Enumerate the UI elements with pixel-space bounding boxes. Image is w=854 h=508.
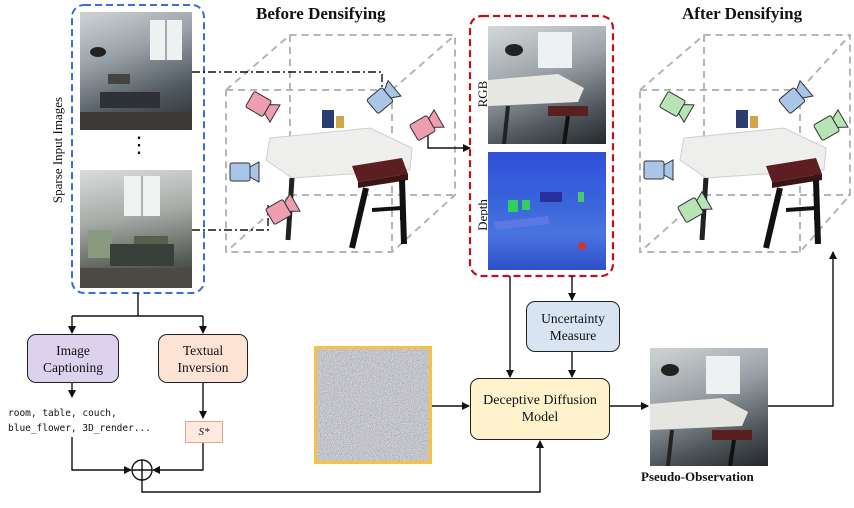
camera-icon xyxy=(643,159,674,181)
before-densifying-title: Before Densifying xyxy=(256,4,386,23)
noise-input xyxy=(314,346,432,464)
after-scene-render xyxy=(676,100,836,250)
pseudo-observation-label: Pseudo-Observation xyxy=(641,469,754,484)
camera-icon xyxy=(229,161,260,183)
camera-icon xyxy=(778,79,814,114)
camera-icon xyxy=(245,91,281,124)
input-image-1 xyxy=(80,12,192,130)
before-scene-render xyxy=(262,100,422,250)
camera-icon xyxy=(265,192,301,225)
camera-icon xyxy=(659,91,695,124)
textual-inversion-box: Textual Inversion xyxy=(158,334,248,383)
input-image-2 xyxy=(80,170,192,288)
caption-tags: room, table, couch, blue_flower, 3D_rend… xyxy=(8,406,151,436)
uncertainty-measure-box: Uncertainty Measure xyxy=(526,301,620,352)
pseudo-observation-image xyxy=(650,348,768,466)
caption-tag-line: blue_flower, 3D_render... xyxy=(8,423,151,434)
depth-render xyxy=(488,152,606,270)
after-densifying-title: After Densifying xyxy=(682,4,803,23)
camera-icon xyxy=(409,108,445,141)
camera-icon xyxy=(813,108,849,141)
ellipsis: ⋮ xyxy=(128,132,150,157)
learned-token: S* xyxy=(185,421,223,443)
rgb-render xyxy=(488,26,606,144)
camera-icon xyxy=(677,190,713,223)
noise-pattern xyxy=(317,349,429,461)
render-output-frame xyxy=(468,14,615,278)
camera-icon xyxy=(366,79,402,114)
image-captioning-box: Image Captioning xyxy=(27,334,119,383)
deceptive-diffusion-model-box: Deceptive Diffusion Model xyxy=(470,378,610,440)
caption-tag-line: room, table, couch, xyxy=(8,408,117,419)
